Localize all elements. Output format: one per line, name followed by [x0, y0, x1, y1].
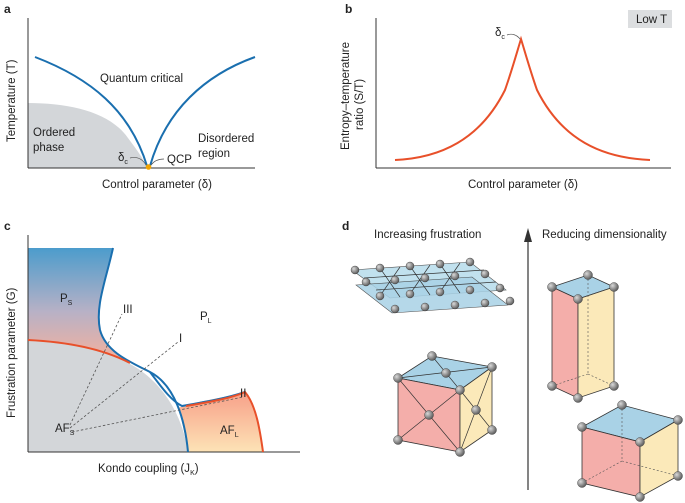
arrow-head-icon	[524, 228, 532, 242]
ps-boundary-blue	[97, 247, 189, 453]
panel-a-y-label: Temperature (T)	[6, 59, 18, 142]
afs-region	[28, 340, 188, 452]
afs-label: AFS	[55, 423, 75, 437]
region-ordered-line1: Ordered	[33, 127, 75, 139]
left-title: Increasing frustration	[374, 229, 481, 241]
low-t-badge	[628, 10, 672, 28]
region-disordered-line2: region	[198, 148, 230, 160]
panel-d: d Increasing frustration Reducing dimens…	[342, 219, 683, 502]
crossover-line-right	[149, 56, 256, 167]
panel-d-letter: d	[342, 219, 349, 233]
tall-prism-front	[551, 286, 579, 399]
entropy-ratio-curve	[394, 35, 651, 161]
region-disordered-line1: Disordered	[198, 133, 254, 145]
panel-b-x-label: Control parameter (δ)	[468, 179, 578, 191]
delta-c-leader-b	[506, 33, 521, 40]
delta-c-label-b: δc	[495, 27, 505, 41]
ps-label: PS	[60, 293, 73, 307]
ps-region	[28, 248, 130, 363]
panel-a-letter: a	[4, 2, 11, 16]
panel-b-y-label-line2: ratio (S/T)	[354, 79, 366, 130]
ordered-phase-region	[28, 103, 147, 168]
frustrated-cube	[393, 351, 497, 457]
region-ordered-line2: phase	[33, 142, 64, 154]
path-I-label: I	[179, 333, 182, 345]
qcp-point	[145, 164, 152, 170]
tall-prism	[547, 270, 619, 403]
panel-b-y-label-line1: Entropy–temperature	[340, 42, 352, 150]
triangular-lattice	[350, 257, 515, 314]
panel-a-x-label: Control parameter (δ)	[102, 179, 212, 191]
path-III	[69, 313, 123, 426]
panel-c-x-label: Kondo coupling (JK)	[98, 463, 199, 477]
region-quantum-critical: Quantum critical	[100, 73, 183, 85]
path-II-label: II	[240, 388, 246, 400]
panel-c-letter: c	[4, 219, 11, 233]
panel-b: b Low T δc Control parameter (δ) Entropy…	[340, 2, 672, 191]
qcp-leader	[150, 158, 165, 166]
panel-c-y-label: Frustration parameter (G)	[6, 287, 18, 418]
afl-label: AFL	[220, 425, 239, 439]
path-III-label: III	[123, 304, 133, 316]
panel-c: c III I II PS PL AFS AFL Kondo coupling …	[4, 219, 300, 477]
panel-b-letter: b	[345, 2, 352, 16]
afs-boundary-red	[27, 339, 131, 364]
delta-c-label-a: δc	[118, 152, 128, 166]
pl-label: PL	[200, 311, 212, 325]
panel-a: a Quantum critical Ordered phase Disorde…	[4, 2, 256, 191]
delta-c-leader-a	[129, 157, 147, 166]
path-I	[69, 341, 179, 429]
crossover-line-left	[34, 56, 148, 167]
tall-prism-side	[577, 286, 615, 399]
regular-cube	[577, 400, 683, 502]
afl-region	[178, 392, 263, 452]
path-II	[71, 396, 244, 433]
qcp-label: QCP	[167, 154, 192, 166]
low-t-label: Low T	[636, 14, 667, 26]
afl-boundary-red	[185, 390, 264, 453]
right-title: Reducing dimensionality	[542, 229, 667, 241]
